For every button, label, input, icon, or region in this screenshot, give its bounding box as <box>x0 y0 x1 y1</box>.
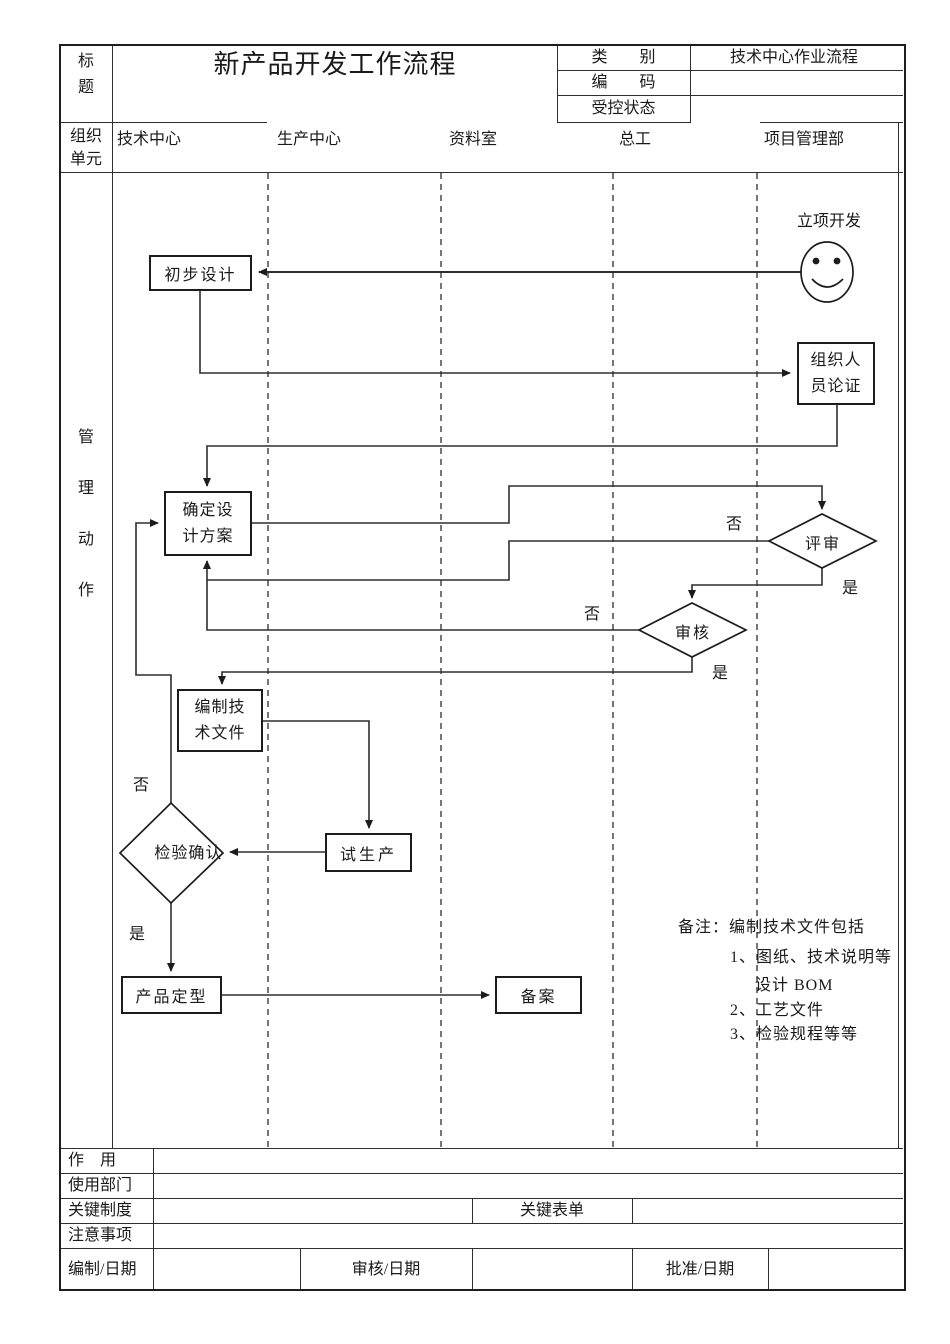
footer-label-divider <box>153 1148 154 1289</box>
edge-review-no-return <box>207 540 769 581</box>
footer-reviewed-label: 审核/日期 <box>351 1261 421 1278</box>
lane-header-chief-engineer: 总工 <box>619 131 652 148</box>
outer-border <box>59 44 906 1291</box>
node-confirm-design-label: 确定设计方案 <box>182 501 234 545</box>
org-unit-label: 组织单元 <box>60 125 112 171</box>
decision-review: 评审 <box>804 536 842 553</box>
page-title: 新产品开发工作流程 <box>213 50 457 79</box>
meta-category-value: 技术中心作业流程 <box>729 49 858 66</box>
org-row-bottom-line <box>61 172 903 173</box>
footer-sign-divider-4 <box>768 1248 769 1289</box>
meta-code-label: 编 码 <box>591 74 656 91</box>
notes-line-1: 备注：编制技术文件包括 <box>678 919 866 936</box>
edge-compile-to-trial <box>263 720 373 829</box>
footer-prepared-label: 编制/日期 <box>68 1261 137 1278</box>
node-trial-production: 试生产 <box>325 833 412 872</box>
edge-confirm-to-review <box>252 485 826 524</box>
decision-inspection-label: 检验确认 <box>154 845 223 862</box>
node-organize-review: 组织人员论证 <box>797 342 875 405</box>
smiley-face-icon <box>800 241 854 303</box>
inspection-diamond-shape <box>118 801 225 905</box>
footer-function-label: 作 用 <box>68 1152 117 1169</box>
edge-audit-yes-to-compile <box>218 657 693 685</box>
header-row-line-1 <box>557 70 903 71</box>
footer-line-3 <box>61 1198 903 1199</box>
edge-label-review-yes: 是 <box>841 580 859 597</box>
org-unit-label-text: 组织单元 <box>69 128 102 168</box>
lane-header-project-mgmt: 项目管理部 <box>764 131 845 148</box>
footer-approved-label: 批准/日期 <box>665 1261 735 1278</box>
notes-line-3: 设计 BOM <box>755 977 834 994</box>
node-compile-docs: 编制技术文件 <box>177 689 263 752</box>
swimlane-dividers <box>267 173 758 1147</box>
side-label-char-3: 动 <box>77 531 94 548</box>
header-row-line-2 <box>557 95 903 96</box>
node-product-finalize-label: 产品定型 <box>135 989 208 1006</box>
node-compile-docs-label: 编制技术文件 <box>194 698 246 742</box>
left-column-divider <box>112 46 113 1148</box>
inner-right-border <box>898 122 899 1148</box>
node-confirm-design: 确定设计方案 <box>164 491 252 556</box>
side-label-char-4: 作 <box>77 582 94 599</box>
edge-inspection-no-return <box>135 519 172 803</box>
meta-category-label: 类 别 <box>591 49 656 66</box>
notes-line-4: 2、工艺文件 <box>730 1002 825 1019</box>
node-filing-label: 备案 <box>520 989 557 1006</box>
node-filing: 备案 <box>495 976 582 1014</box>
node-trial-production-label: 试生产 <box>339 846 397 864</box>
header-bottom-line-b <box>557 122 690 123</box>
footer-key-forms-label: 关键表单 <box>519 1202 584 1219</box>
edge-organize-to-confirm <box>203 405 838 487</box>
title-row-label: 标题 <box>60 49 112 101</box>
edge-review-yes-to-audit <box>688 568 823 599</box>
edge-audit-no-return <box>203 560 639 631</box>
node-organize-review-label: 组织人员论证 <box>810 351 862 395</box>
node-preliminary-design: 初步设计 <box>149 255 252 291</box>
footer-key-system-label: 关键制度 <box>68 1202 133 1219</box>
footer-line-2 <box>61 1173 903 1174</box>
footer-sign-divider-2 <box>472 1248 473 1289</box>
lane-header-production-center: 生产中心 <box>277 131 342 148</box>
decision-inspection: 检验确认 <box>154 840 223 868</box>
footer-line-4 <box>61 1223 903 1224</box>
footer-line-1 <box>61 1148 903 1149</box>
lane-header-archives: 资料室 <box>449 131 498 148</box>
header-bottom-line-c <box>760 122 903 123</box>
audit-diamond-shape <box>637 602 748 658</box>
footer-keyforms-divider-right <box>632 1198 633 1223</box>
edge-label-inspection-no: 否 <box>132 777 150 794</box>
edge-label-audit-no: 否 <box>583 606 601 623</box>
node-product-finalize: 产品定型 <box>121 976 222 1014</box>
header-meta-divider <box>557 46 558 123</box>
footer-sign-divider-1 <box>300 1248 301 1289</box>
notes-line-2: 1、图纸、技术说明等 <box>730 949 893 966</box>
title-row-label-text: 标题 <box>77 53 94 96</box>
footer-departments-label: 使用部门 <box>68 1177 133 1194</box>
start-label: 立项开发 <box>796 213 861 230</box>
node-preliminary-design-label: 初步设计 <box>164 267 237 284</box>
edge-preliminary-to-organize <box>199 291 791 377</box>
header-meta-value-divider <box>690 46 691 123</box>
footer-keyforms-divider-left <box>472 1198 473 1223</box>
side-label-char-2: 理 <box>77 480 94 497</box>
lane-header-tech-center: 技术中心 <box>117 131 182 148</box>
edge-label-review-no: 否 <box>725 516 743 533</box>
header-bottom-line-a <box>61 122 267 123</box>
footer-line-5 <box>61 1248 903 1249</box>
edge-label-inspection-yes: 是 <box>128 926 146 943</box>
decision-audit: 审核 <box>674 625 712 642</box>
review-diamond-shape <box>767 513 878 569</box>
edge-label-audit-yes: 是 <box>711 665 729 682</box>
meta-control-status-label: 受控状态 <box>591 100 656 117</box>
notes-line-5: 3、检验规程等等 <box>730 1026 859 1043</box>
footer-cautions-label: 注意事项 <box>68 1227 133 1244</box>
side-label-char-1: 管 <box>77 429 94 446</box>
flow-connectors <box>135 268 838 999</box>
footer-sign-divider-3 <box>632 1248 633 1289</box>
